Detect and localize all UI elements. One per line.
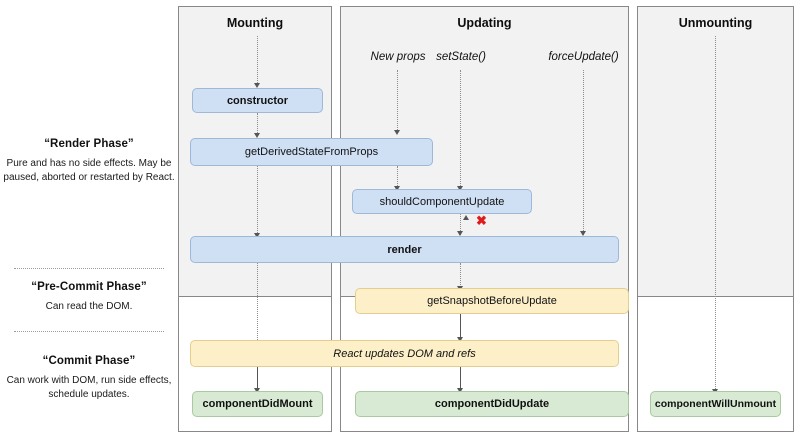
- lifeline-new-props-b: [397, 166, 398, 188]
- legend-divider-top: [14, 268, 164, 269]
- node-component-did-update[interactable]: componentDidUpdate: [355, 391, 629, 417]
- trigger-force-update: forceUpdate(): [548, 51, 619, 63]
- lifeline-set-state-a: [460, 70, 461, 188]
- column-updating-title: Updating: [457, 16, 512, 30]
- lifeline-should-update-to-render: [460, 213, 461, 235]
- legend-render-phase-description: Pure and has no side effects. May be pau…: [3, 158, 175, 183]
- node-react-updates-dom-and-refs[interactable]: React updates DOM and refs: [190, 340, 619, 367]
- lifeline-new-props-a: [397, 70, 398, 132]
- node-should-component-update[interactable]: shouldComponentUpdate: [352, 189, 532, 214]
- column-mounting: Mounting: [178, 6, 332, 432]
- line-snapshot-to-dom-update: [460, 313, 461, 339]
- lifeline-unmounting: [715, 36, 716, 391]
- node-render[interactable]: render: [190, 236, 619, 263]
- lifeline-mounting-c: [257, 166, 258, 235]
- legend-pre-commit-phase-title: “Pre-Commit Phase”: [31, 281, 147, 293]
- lifeline-mounting-a: [257, 36, 258, 85]
- arrowhead-mounting-to-gdsfp: [254, 133, 260, 138]
- trigger-set-state: setState(): [436, 51, 486, 63]
- arrowhead-to-constructor: [254, 83, 260, 88]
- column-mounting-title: Mounting: [226, 16, 284, 30]
- node-component-will-unmount[interactable]: componentWillUnmount: [650, 391, 781, 417]
- legend-pre-commit-phase: “Pre-Commit Phase” Can read the DOM.: [0, 281, 178, 314]
- legend-commit-phase-description: Can work with DOM, run side effects, sch…: [6, 375, 172, 400]
- lifeline-mounting-b: [257, 113, 258, 135]
- node-get-snapshot-before-update[interactable]: getSnapshotBeforeUpdate: [355, 288, 629, 314]
- lifeline-force-update: [583, 70, 584, 235]
- legend-render-phase: “Render Phase” Pure and has no side effe…: [0, 138, 178, 184]
- line-dom-update-to-cdm: [257, 366, 258, 390]
- arrowhead-dom-update-to-cdu: [457, 388, 463, 393]
- node-get-derived-state-from-props[interactable]: getDerivedStateFromProps: [190, 138, 433, 166]
- legend-commit-phase-title: “Commit Phase”: [42, 355, 136, 367]
- arrowhead-force-update-to-render: [580, 231, 586, 236]
- node-constructor[interactable]: constructor: [192, 88, 323, 113]
- arrowhead-new-props-to-scu: [394, 186, 400, 191]
- arrowhead-set-state-to-scu: [457, 186, 463, 191]
- lifeline-render-to-snapshot: [460, 263, 461, 289]
- arrowhead-snapshot-to-dom-update: [457, 337, 463, 342]
- column-unmounting-title: Unmounting: [678, 16, 753, 30]
- trigger-new-props: New props: [370, 51, 426, 63]
- legend-divider-bottom: [14, 331, 164, 332]
- arrowhead-dom-update-to-cdm: [254, 388, 260, 393]
- legend-commit-phase: “Commit Phase” Can work with DOM, run si…: [0, 355, 178, 401]
- arrowhead-new-props-to-gdsfp: [394, 130, 400, 135]
- legend-pre-commit-phase-description: Can read the DOM.: [45, 301, 133, 312]
- arrowhead-mounting-to-render: [254, 233, 260, 238]
- phase-legend: “Render Phase” Pure and has no side effe…: [0, 0, 178, 438]
- node-component-did-mount[interactable]: componentDidMount: [192, 391, 323, 417]
- arrowhead-skip-update: [463, 215, 469, 220]
- legend-render-phase-title: “Render Phase”: [44, 138, 134, 150]
- skip-update-x-icon: ✖: [476, 213, 487, 228]
- lifeline-mounting-d: [257, 263, 258, 342]
- line-dom-update-to-cdu: [460, 366, 461, 390]
- arrowhead-scu-to-render: [457, 231, 463, 236]
